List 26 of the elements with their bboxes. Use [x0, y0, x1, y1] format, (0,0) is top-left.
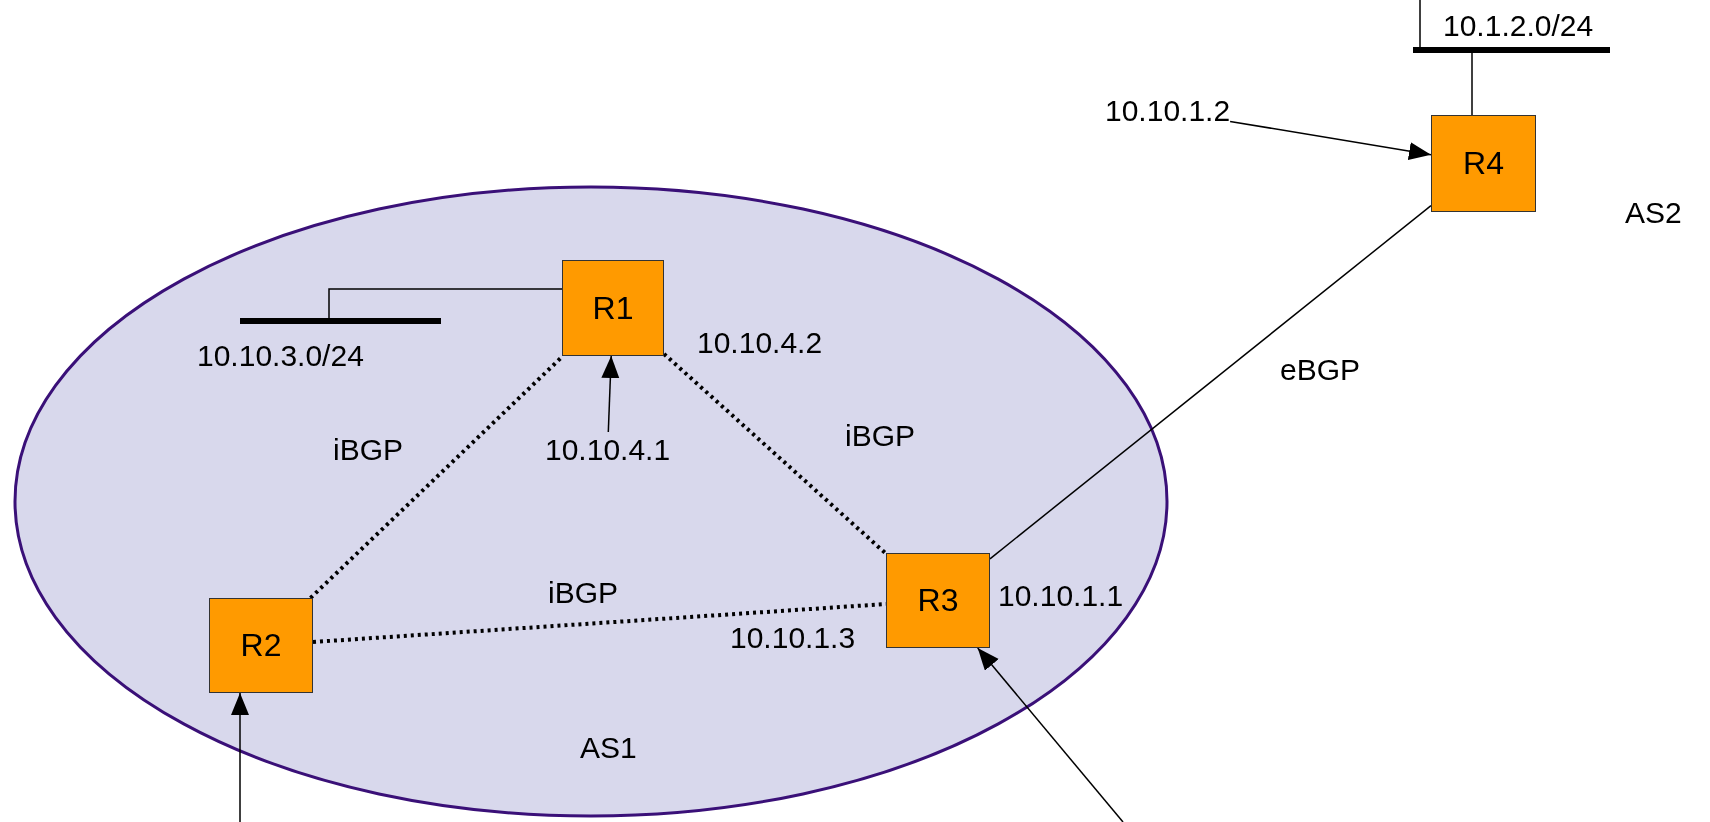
- as-label: AS1: [580, 730, 637, 766]
- edge-label: eBGP: [1280, 352, 1361, 388]
- arrow: [1229, 120, 1432, 161]
- ip-address-label: 10.10.1.3: [730, 620, 856, 656]
- router-box: R3: [886, 553, 990, 648]
- router-box: R2: [209, 598, 313, 693]
- arrow: [976, 647, 1124, 822]
- ip-address-label: 10.10.1.2: [1105, 93, 1231, 129]
- link: [989, 204, 1432, 560]
- arrow: [601, 355, 620, 433]
- router-box: R1: [562, 260, 664, 356]
- link: [1419, 0, 1421, 48]
- edge-label: iBGP: [548, 575, 619, 611]
- ip-address-label: 10.10.1.1: [998, 578, 1124, 614]
- link: [1471, 52, 1473, 116]
- dotted-link: [662, 352, 888, 556]
- ip-address-label: 10.10.4.2: [697, 325, 823, 361]
- router-box: R4: [1431, 115, 1536, 212]
- edge-label: iBGP: [845, 418, 916, 454]
- as-label: AS2: [1625, 195, 1682, 231]
- edge-label: iBGP: [333, 432, 404, 468]
- link: [328, 288, 563, 319]
- ip-address-label: 10.10.4.1: [545, 432, 671, 468]
- arrow: [231, 692, 249, 822]
- subnet-label: 10.1.2.0/24: [1443, 8, 1594, 44]
- subnet-label: 10.10.3.0/24: [197, 338, 364, 374]
